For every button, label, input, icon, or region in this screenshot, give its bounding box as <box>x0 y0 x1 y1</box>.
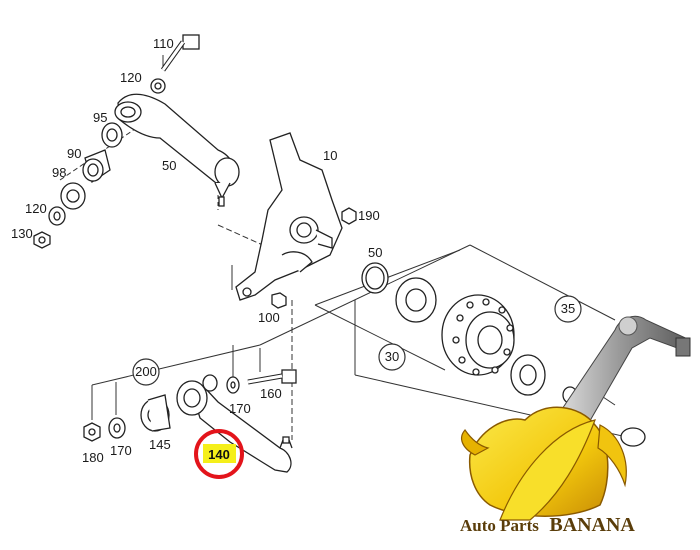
part-label-120-upper: 120 <box>120 70 142 85</box>
part-labels: 110 120 95 90 50 98 120 130 10 190 50 10… <box>11 36 575 465</box>
part-label-110: 110 <box>153 36 174 51</box>
part-label-30: 30 <box>385 349 399 364</box>
part-label-35: 35 <box>561 301 575 316</box>
upper-bushings <box>33 34 200 249</box>
highlight-140[interactable]: 140 <box>194 429 244 479</box>
part-label-130: 130 <box>11 226 33 241</box>
callout-circle-30 <box>378 343 406 371</box>
hub-assembly <box>361 262 646 447</box>
highlight-label-bg <box>203 444 236 463</box>
callout-circle-200 <box>132 358 160 386</box>
part-label-180: 180 <box>82 450 104 465</box>
part-label-90: 50 <box>162 158 176 173</box>
lower-control-arm <box>83 369 297 473</box>
part-label-95: 90 <box>67 146 81 161</box>
guide-lines <box>59 55 641 441</box>
part-label-120-lower: 120 <box>25 201 47 216</box>
part-label-145: 145 <box>149 437 171 452</box>
highlight-ring <box>194 429 244 479</box>
callout-circles <box>132 295 582 386</box>
steering-knuckle <box>235 132 357 309</box>
logo-control-arm <box>547 315 691 439</box>
part-label-160: 160 <box>260 386 282 401</box>
part-label-200: 200 <box>135 364 157 379</box>
part-label-170-left: 170 <box>110 443 132 458</box>
brand-logo: Auto Parts BANANA <box>460 315 691 536</box>
part-label-10: 10 <box>323 148 337 163</box>
part-label-98-lower: 98 <box>52 165 66 180</box>
part-label-98-upper: 95 <box>93 110 107 125</box>
part-label-100: 100 <box>258 310 280 325</box>
part-label-140: 140 <box>208 447 230 462</box>
banana-icon <box>461 406 627 521</box>
part-label-170-right: 170 <box>229 401 251 416</box>
upper-control-arm <box>114 93 240 207</box>
part-label-50: 50 <box>368 245 382 260</box>
part-label-190: 190 <box>358 208 380 223</box>
brand-name: Auto Parts BANANA <box>460 514 635 536</box>
callout-circle-35 <box>554 295 582 323</box>
